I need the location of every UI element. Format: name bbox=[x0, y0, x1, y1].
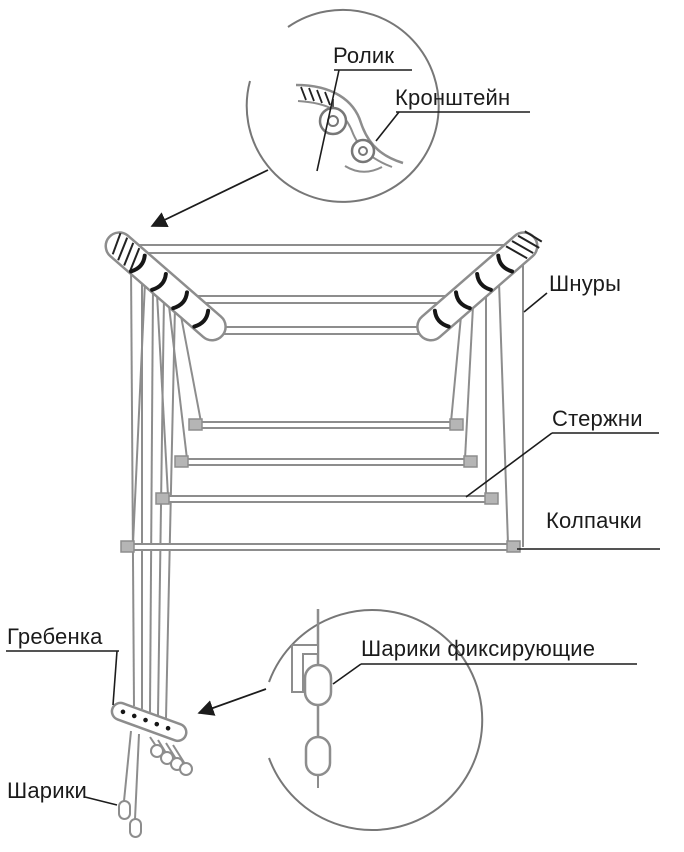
cords bbox=[130, 251, 524, 719]
bracket-right-slots bbox=[432, 253, 515, 329]
bracket-detail-hatch bbox=[300, 86, 331, 106]
shariki-leader-pointer bbox=[84, 796, 118, 806]
rod-3 bbox=[166, 495, 488, 503]
bottom-callout bbox=[268, 609, 484, 831]
rolik-leader-pointer bbox=[316, 69, 340, 172]
top-callout-arrow bbox=[150, 169, 269, 227]
label-shariki-fix: Шарики фиксирующие bbox=[361, 636, 596, 661]
comb-hook-detail bbox=[291, 644, 319, 693]
leader-lines bbox=[6, 69, 660, 806]
sterzhni-leader-pointer bbox=[465, 432, 553, 498]
label-rolik: Ролик bbox=[333, 43, 395, 68]
bottom-callout-arrow bbox=[197, 688, 267, 716]
locking-ball-lower bbox=[304, 735, 332, 777]
rod-2 bbox=[185, 458, 467, 466]
rod-1 bbox=[199, 421, 453, 429]
lowered-rods bbox=[120, 418, 521, 553]
locking-ball-upper bbox=[303, 663, 333, 707]
grebenka-leader-pointer bbox=[112, 650, 118, 706]
comb-teeth bbox=[120, 709, 171, 731]
dryer-drawing bbox=[104, 230, 543, 838]
comb bbox=[110, 701, 188, 743]
bracket-detail bbox=[295, 83, 404, 173]
top-callout-circle bbox=[245, 8, 440, 203]
label-kolpachki: Колпачки bbox=[546, 508, 643, 533]
label-shnury: Шнуры bbox=[549, 271, 622, 296]
kronshtein-leader-pointer bbox=[375, 111, 400, 142]
bracket-right-hatch bbox=[505, 230, 543, 260]
rod-4 bbox=[131, 543, 510, 551]
roller-detail bbox=[318, 99, 376, 164]
label-kronshtein: Кронштейн bbox=[395, 85, 511, 110]
label-shariki: Шарики bbox=[7, 778, 88, 803]
label-grebenka: Гребенка bbox=[7, 624, 103, 649]
rod-caps bbox=[120, 418, 521, 553]
bracket-left-slots bbox=[128, 253, 211, 329]
bracket-right bbox=[416, 230, 543, 342]
label-sterzhni: Стержни bbox=[552, 406, 643, 431]
bracket-left bbox=[104, 231, 227, 342]
cord-balls bbox=[118, 730, 193, 838]
bracket-left-hatch bbox=[111, 232, 141, 272]
locking-balls-detail bbox=[291, 609, 333, 788]
shnury-leader-pointer bbox=[523, 292, 548, 313]
bottom-callout-circle bbox=[268, 609, 484, 831]
shariki-fix-leader-pointer bbox=[332, 663, 362, 685]
